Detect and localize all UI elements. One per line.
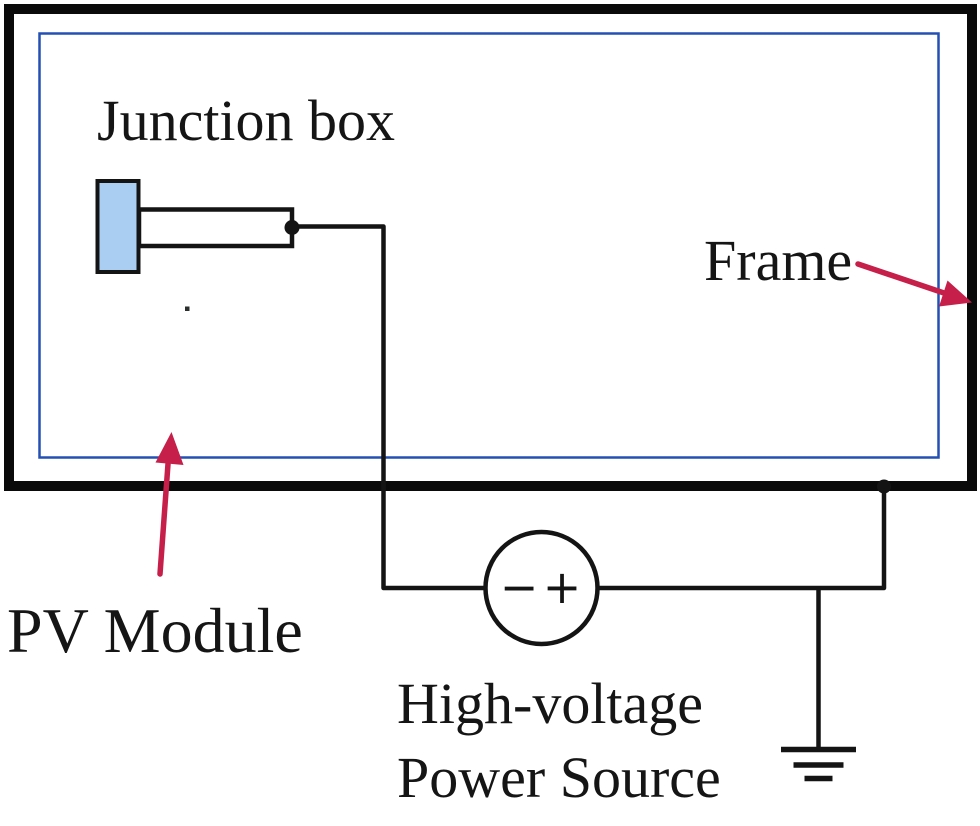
minus-terminal-sign: − xyxy=(500,560,539,614)
frame-node-dot xyxy=(877,479,891,494)
frame-arrow xyxy=(855,261,972,307)
power-source-circle xyxy=(483,529,600,647)
ground-icon xyxy=(781,746,856,782)
hv-source-label-line2: Power Source xyxy=(397,745,721,810)
stray-mark-dot xyxy=(185,306,190,311)
pv-module-arrow xyxy=(155,432,184,577)
wire-junction-to-source xyxy=(292,224,486,591)
plus-terminal-sign: + xyxy=(543,560,582,614)
frame-arrow-head xyxy=(939,280,972,307)
hv-source-label-line1: High-voltage xyxy=(397,671,703,736)
pv-module-arrow-shaft xyxy=(157,461,171,577)
junction-node-dot xyxy=(284,220,300,235)
junction-cable xyxy=(136,207,295,249)
pv-module-label: PV Module xyxy=(7,595,303,666)
pv-module-arrow-head xyxy=(155,432,184,465)
wire-source-to-frame xyxy=(597,489,887,591)
module-inner-boundary xyxy=(38,32,940,459)
frame-label: Frame xyxy=(704,228,852,293)
junction-box-label: Junction box xyxy=(97,88,395,153)
module-frame-outline xyxy=(4,4,977,491)
frame-arrow-shaft xyxy=(855,261,947,296)
junction-box xyxy=(95,179,141,274)
power-source-icon: − + xyxy=(483,529,600,647)
